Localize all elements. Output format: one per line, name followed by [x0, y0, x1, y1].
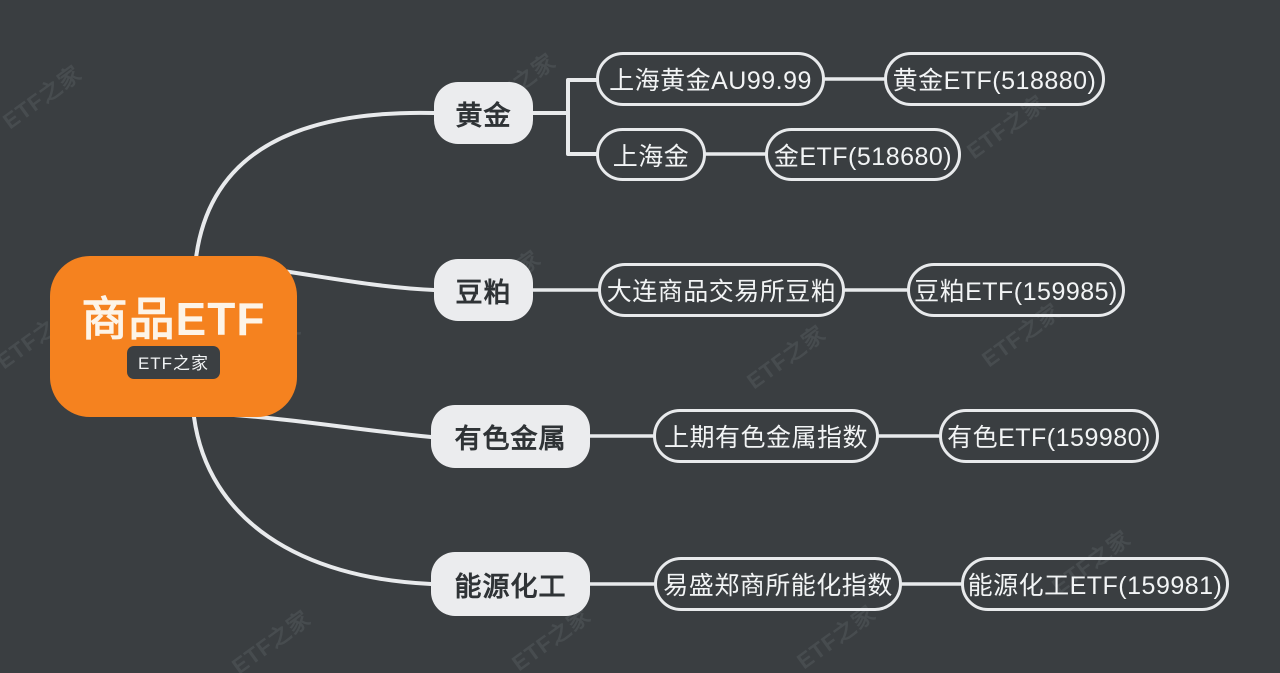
node-label: 上海金	[612, 142, 690, 171]
root-title: 商品ETF	[81, 292, 266, 345]
branch-node-gold[interactable]: 黄金	[434, 82, 533, 144]
branch-label-soybean-meal: 豆粕	[455, 277, 512, 308]
node-label: 豆粕ETF(159985)	[914, 278, 1118, 306]
node-label: 上海黄金AU99.99	[609, 67, 812, 95]
watermark: ETF之家	[0, 60, 87, 134]
watermark: ETF之家	[227, 605, 316, 673]
node-label: 黄金ETF(518880)	[892, 67, 1097, 95]
watermark: ETF之家	[742, 320, 831, 394]
link-gold-fork-upper	[566, 78, 598, 90]
node-energy-chemicals-etf-159981[interactable]: 能源化工ETF(159981)	[961, 557, 1229, 611]
branch-node-energy-chemicals[interactable]: 能源化工	[431, 552, 590, 616]
link-gold-fork-bar	[554, 86, 598, 156]
root-node-commodity-etf[interactable]: 商品ETF ETF之家	[50, 256, 297, 417]
branch-label-energy-chemicals: 能源化工	[454, 571, 567, 602]
node-shanghai-gold-au9999[interactable]: 上海黄金AU99.99	[596, 52, 825, 106]
node-label: 大连商品交易所豆粕	[606, 278, 837, 306]
branch-label-nonferrous-metals: 有色金属	[454, 424, 567, 454]
node-soybean-meal-etf-159985[interactable]: 豆粕ETF(159985)	[907, 263, 1125, 317]
link-root-gold	[194, 110, 436, 260]
node-label: 能源化工ETF(159981)	[967, 572, 1223, 600]
node-label: 易盛郑商所能化指数	[663, 572, 893, 600]
node-gold-etf-518680[interactable]: 金ETF(518680)	[765, 128, 961, 181]
branch-label-gold: 黄金	[455, 100, 512, 131]
node-shanghai-gold[interactable]: 上海金	[596, 128, 706, 181]
node-esunny-czce-energy-index[interactable]: 易盛郑商所能化指数	[654, 557, 902, 611]
branch-node-soybean-meal[interactable]: 豆粕	[434, 259, 533, 321]
node-shfe-nonferrous-index[interactable]: 上期有色金属指数	[653, 409, 879, 463]
link-root-energy	[192, 415, 433, 586]
branch-node-nonferrous-metals[interactable]: 有色金属	[431, 405, 590, 468]
node-label: 金ETF(518680)	[773, 142, 953, 171]
node-gold-etf-518880[interactable]: 黄金ETF(518880)	[884, 52, 1105, 106]
node-nonferrous-etf-159980[interactable]: 有色ETF(159980)	[939, 409, 1159, 463]
root-badge: ETF之家	[126, 346, 221, 380]
node-label: 有色ETF(159980)	[947, 424, 1151, 452]
node-dce-soybean-meal[interactable]: 大连商品交易所豆粕	[598, 263, 845, 317]
node-label: 上期有色金属指数	[663, 424, 868, 452]
